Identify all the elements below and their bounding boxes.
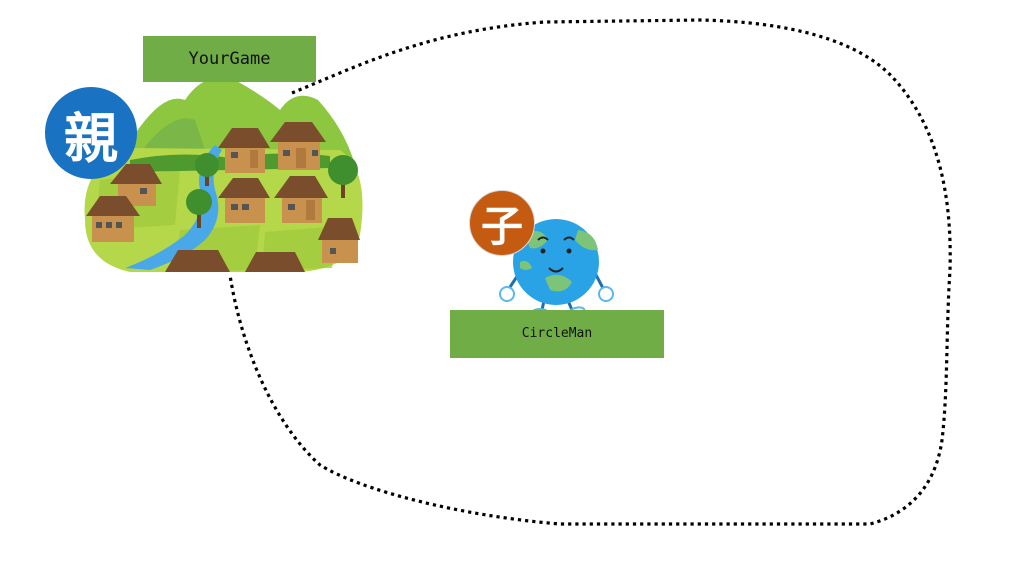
child-badge: 子 xyxy=(469,190,535,256)
child-label-text: CircleMan xyxy=(521,326,593,341)
child-label: CircleMan xyxy=(450,310,664,358)
houses xyxy=(86,122,360,272)
parent-label: YourGame xyxy=(143,36,316,82)
dotted-boundary-path xyxy=(228,18,952,526)
parent-label-text: YourGame xyxy=(188,49,271,69)
parent-badge: 親 xyxy=(45,87,137,179)
trees xyxy=(186,153,358,228)
river xyxy=(125,145,222,270)
